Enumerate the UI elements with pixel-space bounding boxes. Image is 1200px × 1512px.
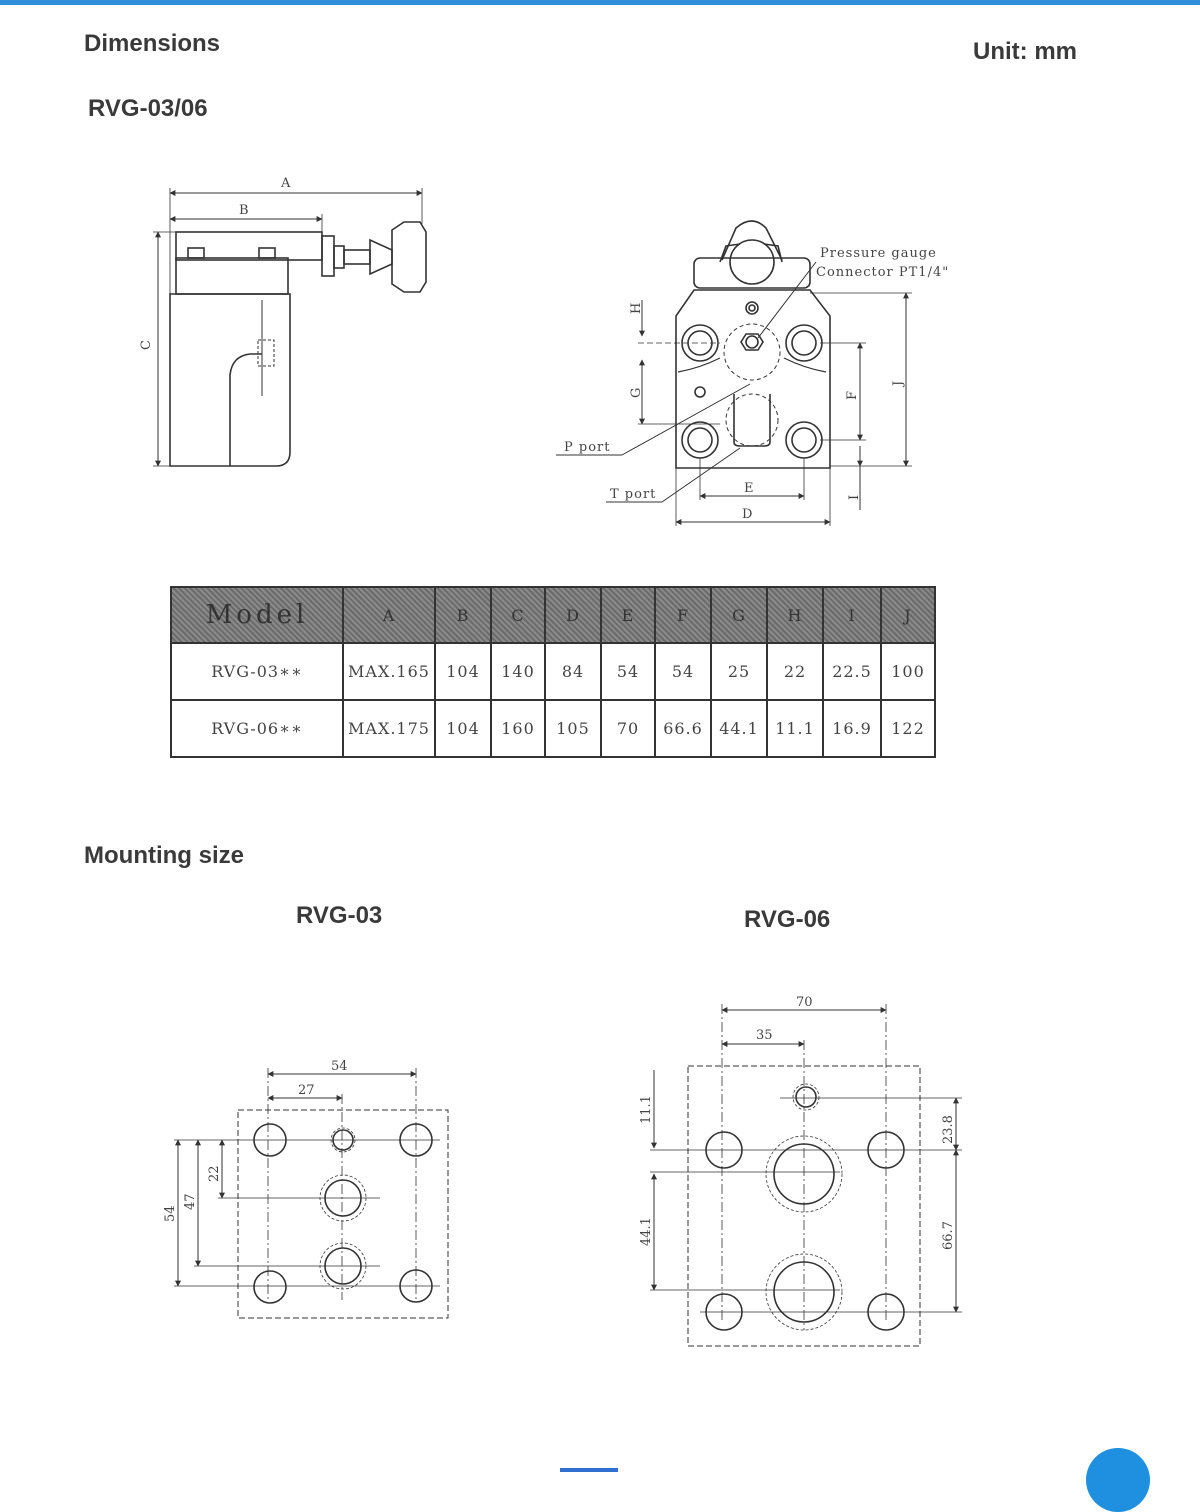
dim-label-j: J: [891, 381, 906, 388]
rvg03-mounting-drawing: [174, 1068, 449, 1319]
rvg06-dim-11-1: 11.1: [639, 1095, 654, 1124]
rvg06-dim-70: 70: [796, 995, 813, 1010]
table-header: A: [342, 586, 436, 644]
dim-label-h: H: [629, 303, 644, 314]
table-header: I: [822, 586, 882, 644]
table-cell: 104: [434, 642, 492, 701]
bottom-tab-indicator: [560, 1468, 618, 1472]
front-view-drawing: [556, 220, 912, 526]
rvg03-dim-54-top: 54: [331, 1059, 348, 1074]
table-header: J: [880, 586, 936, 644]
table-row: RVG-03∗∗ MAX.165 104 140 84 54 54 25 22 …: [170, 642, 936, 701]
table-cell: 122: [880, 699, 936, 758]
table-cell: 54: [600, 642, 656, 701]
rvg03-dim-54-side: 54: [163, 1205, 178, 1222]
table-cell: 104: [434, 699, 492, 758]
dimension-drawings: A B C: [139, 176, 962, 1347]
p-port-label: P port: [564, 440, 610, 455]
table-cell: 22.5: [822, 642, 882, 701]
connector-label: Connector PT1/4": [816, 265, 949, 280]
table-cell: 105: [544, 699, 602, 758]
table-cell: 84: [544, 642, 602, 701]
rvg06-title: RVG-06: [744, 906, 831, 933]
table-cell: 66.6: [654, 699, 712, 758]
table-cell: MAX.165: [342, 642, 436, 701]
rvg03-dim-27: 27: [298, 1083, 315, 1098]
dim-label-i: I: [847, 495, 862, 500]
table-header: G: [710, 586, 768, 644]
rvg03-dim-22: 22: [207, 1165, 222, 1182]
model-title: RVG-03/06: [88, 95, 208, 122]
dim-label-d: D: [742, 507, 752, 522]
table-cell: MAX.175: [342, 699, 436, 758]
side-view-drawing: [153, 188, 427, 467]
table-cell: RVG-06∗∗: [170, 699, 344, 758]
rvg06-dim-66-7: 66.7: [941, 1221, 956, 1250]
table-cell: 100: [880, 642, 936, 701]
section-title-dimensions: Dimensions: [84, 30, 221, 57]
unit-label: Unit: mm: [973, 38, 1077, 65]
table-header: C: [490, 586, 546, 644]
table-cell: 25: [710, 642, 768, 701]
dimensions-table: Model A B C D E F G H I J RVG-03∗∗ MAX.1…: [170, 586, 936, 758]
table-cell: 44.1: [710, 699, 768, 758]
dim-label-c: C: [139, 340, 154, 350]
table-cell: 54: [654, 642, 712, 701]
dim-label-b: B: [239, 203, 249, 218]
table-header: D: [544, 586, 602, 644]
table-header: B: [434, 586, 492, 644]
t-port-label: T port: [610, 487, 656, 502]
table-cell: RVG-03∗∗: [170, 642, 344, 701]
floating-action-button[interactable]: [1086, 1448, 1150, 1512]
table-cell: 140: [490, 642, 546, 701]
dim-label-f: F: [845, 391, 860, 400]
rvg06-mounting-drawing: [650, 1004, 962, 1347]
dim-label-g: G: [629, 388, 644, 398]
top-accent-line: [0, 0, 1200, 5]
table-cell: 70: [600, 699, 656, 758]
table-header-row: Model A B C D E F G H I J: [170, 586, 936, 644]
rvg06-dim-44-1: 44.1: [639, 1217, 654, 1246]
section-title-mounting: Mounting size: [84, 842, 244, 869]
table-cell: 11.1: [766, 699, 824, 758]
table-cell: 16.9: [822, 699, 882, 758]
table-header: E: [600, 586, 656, 644]
table-cell: 160: [490, 699, 546, 758]
rvg06-dim-35: 35: [756, 1028, 773, 1043]
table-row: RVG-06∗∗ MAX.175 104 160 105 70 66.6 44.…: [170, 699, 936, 758]
table-header: Model: [170, 586, 344, 644]
table-cell: 22: [766, 642, 824, 701]
dim-label-a: A: [280, 176, 291, 191]
rvg03-title: RVG-03: [296, 902, 383, 929]
table-header: H: [766, 586, 824, 644]
dim-label-e: E: [744, 481, 754, 496]
table-header: F: [654, 586, 712, 644]
pressure-gauge-label: Pressure gauge: [820, 246, 937, 261]
rvg06-dim-23-8: 23.8: [941, 1115, 956, 1144]
rvg03-dim-47: 47: [183, 1193, 198, 1210]
